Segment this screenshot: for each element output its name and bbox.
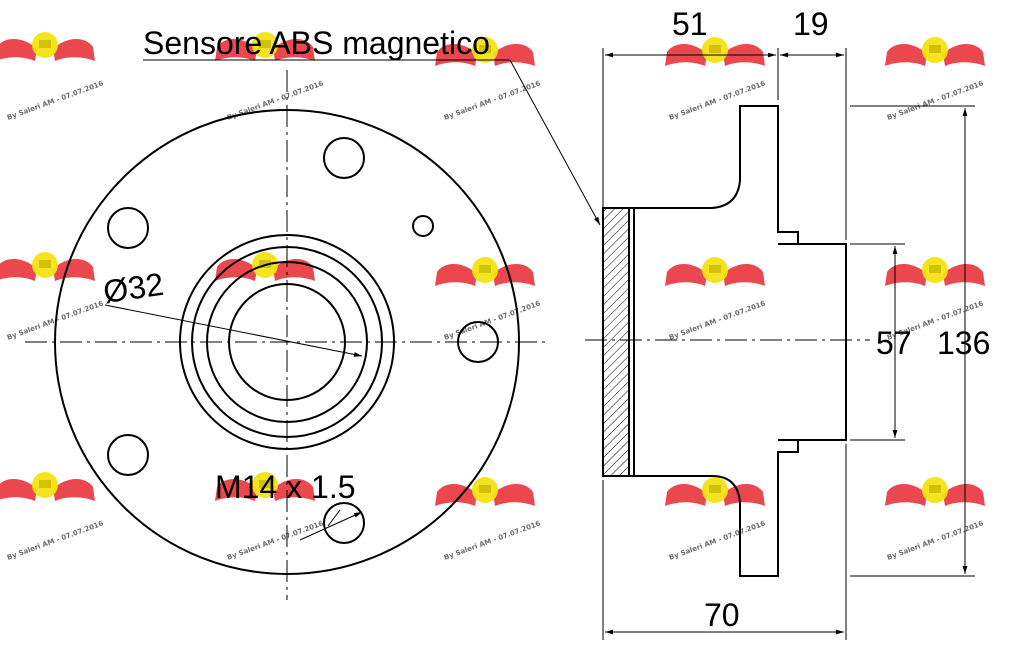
hub-ring-outer [179,234,395,450]
bolt-hole-threaded [323,502,365,544]
hub-ring-2 [191,246,383,438]
small-hole [412,215,434,237]
bolt-hole [457,321,499,363]
watermark-text: By Saleri AM - 07.07.2016 [886,79,985,121]
dimension-label-57: 57 [876,325,912,361]
watermark-text: By Saleri AM - 07.07.2016 [443,519,542,561]
dimension-label-51: 51 [672,6,708,42]
bore-diameter-label: Ø32 [101,266,166,310]
watermark-text: By Saleri AM - 07.07.2016 [668,79,767,121]
watermark-text: By Saleri AM - 07.07.2016 [668,299,767,341]
sensor-callout: Sensore ABS magnetico [143,25,601,226]
thread-label: M14 x 1.5 [215,469,356,505]
watermark-text: By Saleri AM - 07.07.2016 [668,519,767,561]
watermark-text: By Saleri AM - 07.07.2016 [226,519,325,561]
hub-ring-3 [206,261,368,423]
watermark-text: By Saleri AM - 07.07.2016 [6,79,105,121]
thread-leader [299,511,363,541]
dimension-label-136: 136 [937,325,990,361]
sensor-leader [509,59,601,226]
thread-leader-tick [327,509,341,527]
watermark-text: By Saleri AM - 07.07.2016 [886,519,985,561]
flange-outline [54,109,520,575]
watermark-text: By Saleri AM - 07.07.2016 [6,519,105,561]
dimension-label-19: 19 [793,6,829,42]
bolt-hole [107,434,149,476]
bore [228,283,346,401]
watermark-text: By Saleri AM - 07.07.2016 [443,299,542,341]
abs-sensor-ring [602,207,630,477]
sensor-label: Sensore ABS magnetico [143,25,490,61]
dimensions: 51 19 70 57 136 [602,6,990,640]
hub-profile [634,105,847,577]
watermark-text: By Saleri AM - 07.07.2016 [443,79,542,121]
front-view: Ø32 M14 x 1.5 [25,70,545,600]
bolt-hole [107,207,149,249]
side-view [585,105,870,577]
bolt-hole [323,137,365,179]
bore-diameter-leader [104,304,363,357]
dimension-label-70: 70 [704,597,740,633]
